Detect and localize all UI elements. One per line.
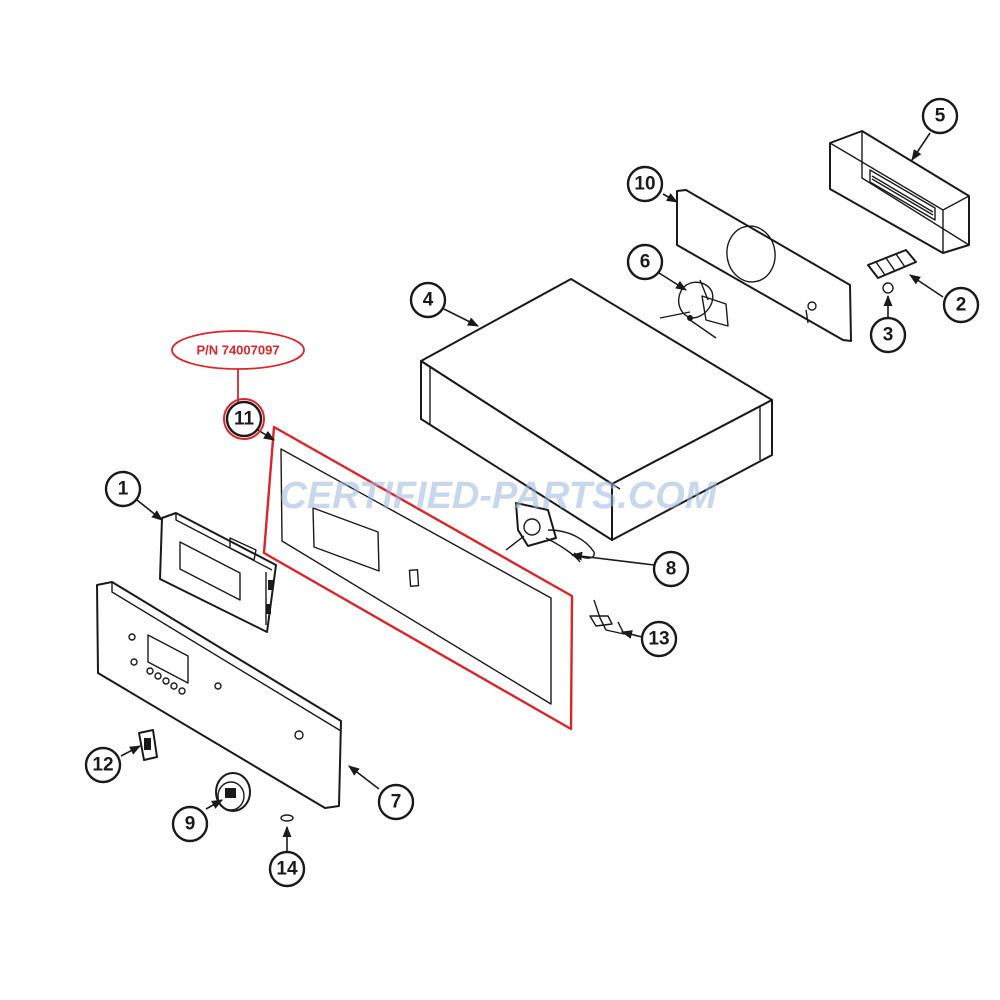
callout-4-label: 4 — [423, 290, 434, 311]
callout-6[interactable]: 6 — [626, 243, 664, 281]
callout-12-label: 12 — [92, 755, 113, 776]
part-number-text: P/N 74007097 — [196, 343, 279, 358]
callout-5-label: 5 — [935, 106, 946, 127]
callout-8-label: 8 — [666, 559, 677, 580]
part-1-electronic-control[interactable] — [159, 512, 277, 633]
callout-3-label: 3 — [883, 325, 894, 346]
callout-7-label: 7 — [391, 792, 402, 813]
callout-2[interactable]: 2 — [942, 286, 980, 324]
callout-13[interactable]: 13 — [640, 620, 678, 658]
callout-4[interactable]: 4 — [409, 281, 447, 319]
callout-7[interactable]: 7 — [377, 783, 415, 821]
part-8-thermostat[interactable] — [505, 502, 595, 563]
callout-11-label: 11 — [234, 409, 255, 430]
part-10-rear-panel[interactable] — [676, 189, 852, 342]
part-2-terminal-block[interactable] — [867, 249, 917, 279]
callout-11[interactable]: 11 — [223, 398, 265, 440]
callout-14-label: 14 — [276, 859, 298, 880]
part-6-blower-motor[interactable] — [659, 279, 729, 339]
part-12-switch[interactable] — [138, 729, 158, 761]
callout-8[interactable]: 8 — [652, 550, 690, 588]
part-3-nut[interactable] — [882, 282, 894, 294]
callout-1-label: 1 — [118, 479, 129, 500]
part-7-front-panel[interactable] — [96, 581, 342, 809]
callout-9[interactable]: 9 — [171, 805, 209, 843]
callout-10-label: 10 — [634, 174, 655, 195]
callout-12[interactable]: 12 — [84, 746, 122, 784]
part-13-clip[interactable] — [589, 599, 625, 635]
callout-2-label: 2 — [956, 295, 967, 316]
callout-6-label: 6 — [640, 252, 651, 273]
callout-14[interactable]: 14 — [268, 850, 306, 888]
callout-3[interactable]: 3 — [869, 316, 907, 354]
part-4-housing[interactable] — [420, 278, 773, 541]
part-11-panel-overlay[interactable] — [262, 425, 574, 731]
callout-5[interactable]: 5 — [921, 97, 959, 135]
callout-9-label: 9 — [185, 814, 196, 835]
leader-lines — [120, 132, 944, 852]
part-5-vent-bracket[interactable] — [829, 130, 970, 254]
callout-1[interactable]: 1 — [104, 470, 142, 508]
callout-10[interactable]: 10 — [626, 165, 664, 203]
part-number-label: P/N 74007097 — [171, 330, 305, 370]
part-9-knob[interactable] — [215, 772, 251, 812]
watermark-text: CERTIFIED-PARTS.COM — [279, 475, 717, 517]
part-14-spring-clip[interactable] — [280, 814, 294, 822]
callout-13-label: 13 — [648, 629, 669, 650]
